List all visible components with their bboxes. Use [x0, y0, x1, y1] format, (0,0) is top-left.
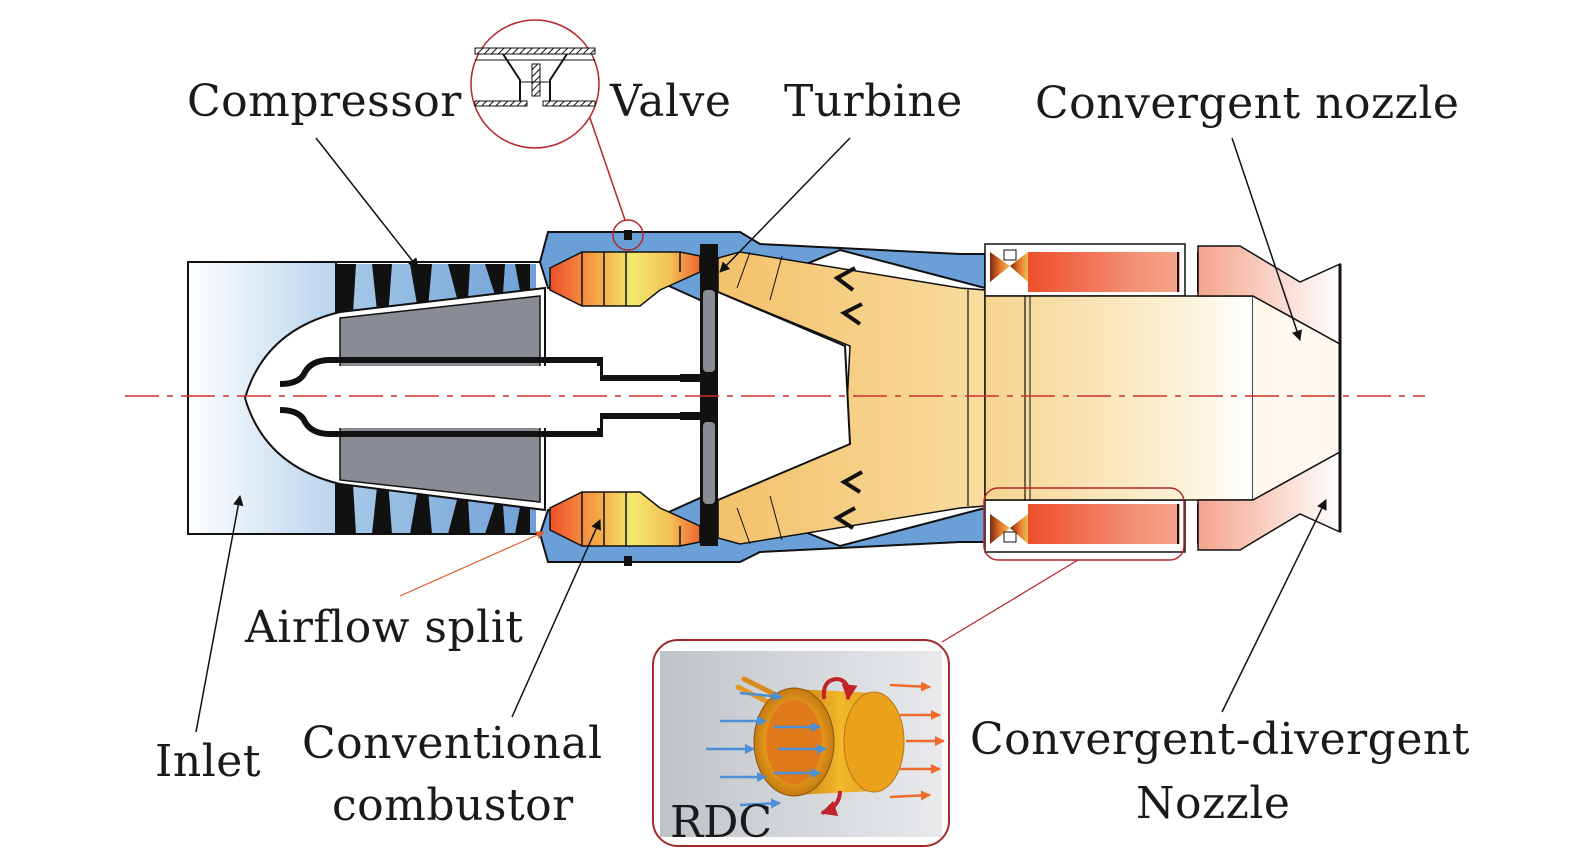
conventional-combustor — [549, 251, 701, 547]
rdc-inflow-arrows — [706, 691, 827, 809]
rdc-illustration — [660, 651, 945, 837]
spinner-hub — [243, 286, 748, 512]
label-conventional-combustor-line2: combustor — [332, 780, 574, 831]
label-conventional-combustor-line1: Conventional — [302, 718, 603, 769]
rdc-outflow-arrows — [889, 681, 945, 801]
label-cd-nozzle-line2: Nozzle — [1136, 778, 1291, 829]
leader-arrows — [195, 137, 1327, 733]
convergent-nozzle-leader — [1231, 137, 1302, 341]
label-airflow-split: Airflow split — [245, 602, 524, 653]
airflow-split-leader — [399, 531, 545, 597]
turbine-disk — [680, 244, 718, 546]
label-inlet: Inlet — [155, 736, 262, 787]
convergent-nozzle-core — [984, 295, 1341, 501]
label-compressor: Compressor — [187, 76, 462, 127]
label-convergent-nozzle: Convergent nozzle — [1035, 78, 1460, 129]
rdc-inset: RDC — [652, 639, 950, 847]
exhaust-duct — [717, 251, 986, 545]
turbine-leader — [719, 137, 851, 273]
inlet-leader — [195, 494, 244, 733]
label-cd-nozzle-line1: Convergent-divergent — [970, 714, 1470, 765]
label-valve: Valve — [610, 76, 732, 127]
rdc-combustor — [984, 243, 1199, 553]
rdc-inner-bore — [766, 700, 822, 784]
label-rdc: RDC — [670, 797, 773, 847]
compressor-leader — [315, 137, 419, 269]
conventional-combustor-leader — [511, 519, 601, 718]
cd-nozzle-leader — [1221, 499, 1327, 713]
rdc-region-callout — [941, 487, 1185, 643]
valve-detail-callout — [470, 19, 626, 221]
label-turbine: Turbine — [784, 76, 963, 127]
rdc-rotation-arrow — [821, 676, 858, 701]
flow-chevrons — [833, 266, 863, 530]
valve-markers — [612, 219, 644, 566]
rdc-rotation-arrow — [820, 790, 842, 817]
compressor-blades-bottom — [336, 458, 530, 534]
cd-nozzle — [1197, 245, 1342, 551]
